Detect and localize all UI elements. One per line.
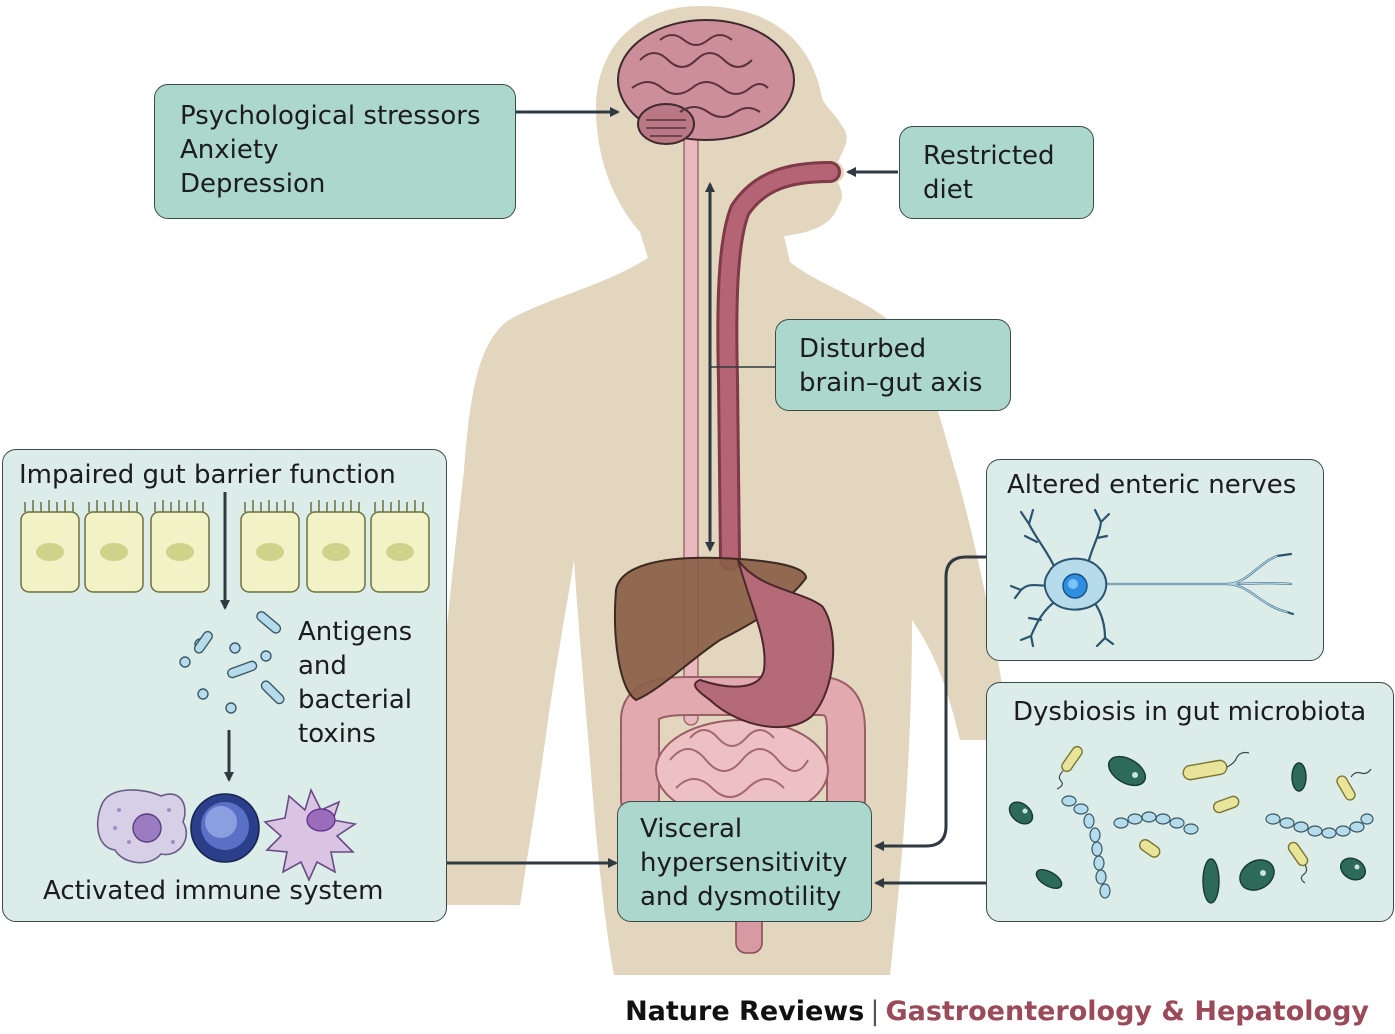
journal-name: Nature Reviews — [625, 996, 865, 1027]
stressors-line-3: Depression — [180, 169, 326, 199]
rod-bacteria — [1061, 745, 1356, 867]
dendritic-cell-icon — [263, 787, 358, 882]
psychological-stressors-box: Psychological stressors Anxiety Depressi… — [154, 84, 516, 219]
stomach — [694, 559, 835, 728]
antigens-line-2: and — [298, 651, 347, 681]
chain-bacteria — [1061, 795, 1374, 899]
enteric-nerves-title: Altered enteric nerves — [1007, 470, 1297, 500]
dysbiosis-panel: Dysbiosis in gut microbiota — [986, 682, 1394, 922]
antigens-line-3: bacterial — [298, 685, 412, 715]
antigens-line-4: toxins — [298, 719, 376, 749]
journal-footer: Nature Reviews|Gastroenterology & Hepato… — [625, 996, 1369, 1027]
brain-icon — [617, 19, 795, 145]
colon — [620, 676, 866, 820]
antigens-line-1: Antigens — [298, 617, 413, 647]
visceral-line-3: and dysmotility — [640, 882, 842, 912]
visceral-hypersensitivity-box: Visceral hypersensitivity and dysmotilit… — [617, 801, 872, 922]
axis-line-2: brain–gut axis — [799, 368, 983, 398]
diet-line-1: Restricted — [923, 141, 1055, 171]
nerves-to-visceral-arrow — [874, 555, 986, 851]
gut-barrier-illustration — [20, 492, 430, 882]
macrophage-icon — [96, 789, 188, 864]
footer-separator: | — [870, 996, 880, 1027]
stressors-line-1: Psychological stressors — [180, 101, 481, 131]
immune-system-label: Activated immune system — [43, 876, 384, 906]
journal-section: Gastroenterology & Hepatology — [885, 996, 1369, 1027]
diet-line-2: diet — [923, 175, 973, 205]
visceral-line-1: Visceral — [640, 814, 743, 844]
gut-barrier-title: Impaired gut barrier function — [19, 460, 396, 490]
neuron-icon — [1009, 508, 1295, 648]
gut-barrier-panel: Impaired gut barrier function — [2, 449, 447, 922]
axis-line-1: Disturbed — [799, 334, 927, 364]
stressors-line-2: Anxiety — [180, 135, 279, 165]
dysbiosis-title: Dysbiosis in gut microbiota — [1013, 697, 1367, 727]
enteric-nerves-panel: Altered enteric nerves — [986, 459, 1324, 661]
dark-bacteria — [1008, 755, 1367, 904]
restricted-diet-box: Restricted diet — [899, 126, 1094, 219]
microbiota-illustration — [1008, 745, 1374, 904]
antigen-particles — [179, 611, 285, 714]
lymphocyte-icon — [190, 793, 260, 863]
brain-gut-axis-box: Disturbed brain–gut axis — [775, 319, 1011, 411]
visceral-line-2: hypersensitivity — [640, 848, 848, 878]
small-intestine — [655, 719, 829, 821]
antigens-label: Antigens and bacterial toxins — [298, 615, 412, 751]
